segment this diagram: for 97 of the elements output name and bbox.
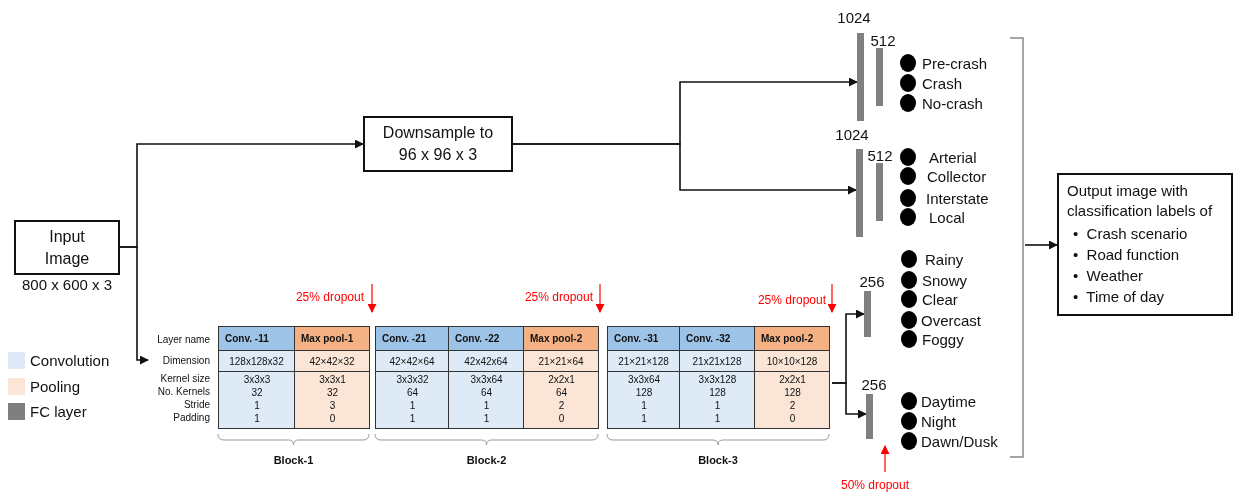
neuron-count: 512 <box>870 31 896 49</box>
parameter-value: 1 <box>641 413 647 425</box>
parameter-value: 1 <box>641 400 647 412</box>
dimension-cell: 21×21×64 <box>523 350 599 372</box>
block-label: Block-3 <box>698 454 738 466</box>
fc-layer-bar <box>857 33 864 121</box>
parameter-value: 1 <box>483 413 490 425</box>
parameter-value: 3x3x32 <box>396 374 429 386</box>
fc-layer-bar <box>856 149 863 237</box>
parameter-value: 0 <box>558 413 565 425</box>
output-box <box>1057 173 1233 316</box>
parameter-value: 1 <box>483 400 490 412</box>
parameter-value: 1 <box>714 413 721 425</box>
neuron-count: 1024 <box>835 125 869 143</box>
layer-name-cell: Conv. -32 <box>679 326 755 351</box>
class-label: Interstate <box>926 189 989 207</box>
bullet-item: • Time of day <box>1073 287 1166 307</box>
process-box: Input Image <box>14 220 120 275</box>
class-label: Local <box>929 208 965 226</box>
parameter-value: 128 <box>784 387 801 399</box>
dropout-label: 25% dropout <box>524 290 593 304</box>
dimension-cell: 42×42×64 <box>375 350 449 372</box>
parameter-value: 1 <box>254 413 260 425</box>
output-heading: Output image with classification labels of <box>1067 181 1214 221</box>
legend-label: Convolution <box>30 351 110 369</box>
dropout-label: 25% dropout <box>295 290 364 304</box>
layer-name-cell: Conv. -21 <box>375 326 449 351</box>
parameter-value: 64 <box>555 387 568 399</box>
class-label: Daytime <box>921 392 976 410</box>
class-label: Clear <box>922 290 958 308</box>
fc-layer-bar <box>876 163 883 221</box>
parameter-value: 64 <box>406 387 419 399</box>
parameter-value: 1 <box>254 400 260 412</box>
parameter-value: 32 <box>326 387 339 399</box>
parameter-value: 3x3x128 <box>698 374 737 386</box>
arrow <box>512 143 857 195</box>
class-label: Crash <box>922 74 962 92</box>
parameter-value: 2 <box>789 400 796 412</box>
class-label: Night <box>921 412 957 430</box>
parameter-value: 0 <box>329 413 336 425</box>
class-label: Foggy <box>922 330 964 348</box>
legend-label: FC layer <box>30 402 87 420</box>
class-label: Arterial <box>929 148 977 166</box>
parameter-value: 1 <box>409 413 416 425</box>
process-box: Downsample to 96 x 96 x 3 <box>363 116 513 172</box>
layer-name-cell: Conv. -22 <box>448 326 524 351</box>
parameter-value: 32 <box>251 387 263 399</box>
dropout-label: 50% dropout <box>840 478 910 492</box>
dimension-cell: 21×21×128 <box>607 350 680 372</box>
parameter-value: 2 <box>558 400 565 412</box>
bullet-item: • Weather <box>1073 266 1144 286</box>
arrow <box>119 246 149 365</box>
parameter-value: 3x3x64 <box>470 374 503 386</box>
parameter-value: 128 <box>635 387 653 399</box>
fc-layer-bar <box>864 291 871 337</box>
class-label: Snowy <box>922 271 968 289</box>
parameter-value: 0 <box>789 413 796 425</box>
class-label: Dawn/Dusk <box>921 432 998 450</box>
arrow <box>1024 240 1058 250</box>
class-label: Rainy <box>925 250 964 268</box>
parameter-value: 3x3x64 <box>627 374 661 386</box>
class-label: Pre-crash <box>922 54 988 72</box>
bullet-item: • Road function <box>1073 245 1181 265</box>
parameter-value: 1 <box>714 400 721 412</box>
parameter-value: 2x2x1 <box>548 374 575 386</box>
block-label: Block-1 <box>273 454 314 466</box>
parameter-value: 2x2x1 <box>779 374 806 386</box>
fc-layer-bar <box>866 394 873 439</box>
fc-layer-bar <box>876 48 883 106</box>
neuron-count: 512 <box>867 146 893 164</box>
bracket <box>1008 37 1025 458</box>
layer-name-cell: Max pool-2 <box>754 326 830 351</box>
class-label: No-crash <box>922 94 983 112</box>
arrow <box>831 382 867 419</box>
dropout-label: 25% dropout <box>757 293 826 307</box>
dimension-cell: 10×10×128 <box>754 350 830 372</box>
bullet-item: • Crash scenario <box>1073 224 1189 244</box>
image-size-label: 800 x 600 x 3 <box>21 275 113 293</box>
class-label: Overcast <box>921 311 981 329</box>
neuron-count: 1024 <box>837 8 871 26</box>
layer-name-cell: Max pool-2 <box>523 326 599 351</box>
neuron-count: 256 <box>861 375 887 393</box>
dimension-cell: 128x128x32 <box>218 350 295 372</box>
dimension-cell: 42×42×32 <box>294 350 370 372</box>
block-label: Block-2 <box>466 454 507 466</box>
class-label: Collector <box>927 167 987 185</box>
parameter-value: 3 <box>329 400 336 412</box>
parameter-value: 64 <box>480 387 493 399</box>
dimension-cell: 21x21x128 <box>679 350 755 372</box>
dimension-cell: 42x42x64 <box>448 350 524 372</box>
legend-label: Pooling <box>30 377 81 395</box>
parameter-value: 3x3x3 <box>243 374 271 386</box>
parameter-value: 1 <box>409 400 416 412</box>
layer-name-cell: Max pool-1 <box>294 326 370 351</box>
parameter-value: 3x3x1 <box>319 374 346 386</box>
parameter-value: 128 <box>709 387 726 399</box>
neuron-count: 256 <box>859 272 885 290</box>
